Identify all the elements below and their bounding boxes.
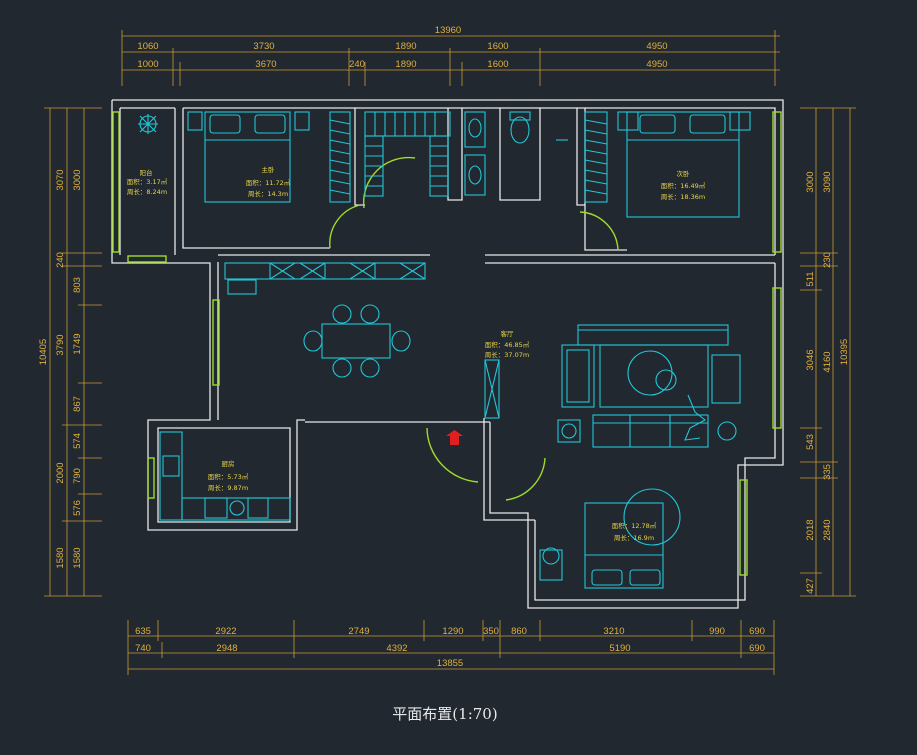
dim-left-5: 1580: [55, 547, 66, 568]
dim-bottom-r2-4: 5190: [609, 643, 630, 654]
dim-left-total: 10405: [38, 339, 49, 365]
room-living: 客厅 面积：46.85㎡ 周长：37.07m: [485, 329, 530, 359]
dim-left-r2-1: 3000: [72, 169, 83, 190]
dim-left-4: 2000: [55, 462, 66, 483]
dim-bottom-total: 13855: [437, 658, 463, 669]
left-dimensions: 10405 3070 240 3790 2000 1580 3000 803 1…: [38, 107, 102, 597]
dim-bottom-8: 990: [709, 626, 725, 637]
dim-left-2: 240: [55, 252, 66, 268]
room-second-area: 面积：16.49㎡: [661, 181, 706, 190]
dim-left-r2-7: 576: [72, 500, 83, 516]
room-master-bedroom: 主卧 面积：11.72㎡ 周长：14.3m: [246, 165, 291, 198]
dim-left-r2-8: 1580: [72, 547, 83, 568]
room-second-name: 次卧: [677, 169, 691, 178]
dim-right-r2-2: 230: [822, 252, 833, 268]
room-third-perimeter: 周长：16.9m: [614, 533, 654, 542]
dim-top-r2-6: 4950: [646, 59, 667, 70]
dim-right-r1-5: 2018: [805, 519, 816, 540]
dim-top-total: 13960: [435, 25, 461, 36]
entry-marker-icon: [446, 430, 463, 445]
dim-top-2: 3730: [253, 41, 274, 52]
bathroom-fixtures: [464, 111, 568, 196]
room-kitchen-name: 厨房: [222, 459, 235, 468]
windows-doors: [112, 111, 782, 576]
dim-bottom-r2-2: 2948: [216, 643, 237, 654]
dim-bottom-4: 1290: [442, 626, 463, 637]
shoe-cabinet: [484, 359, 500, 419]
drawing-title: 平面布置(1:70): [392, 705, 497, 723]
room-balcony-name: 阳台: [140, 168, 153, 177]
dining-table: [303, 304, 411, 378]
dim-bottom-9: 690: [749, 626, 765, 637]
dim-right-r2-1: 3090: [822, 171, 833, 192]
room-third-bedroom: 面积：12.78㎡ 周长：16.9m: [612, 521, 657, 542]
room-balcony-area: 面积：3.17㎡: [127, 177, 168, 186]
dim-left-r2-4: 867: [72, 396, 83, 412]
master-bed: [187, 111, 310, 203]
dim-right-r1-6: 427: [805, 578, 816, 594]
room-living-name: 客厅: [501, 329, 515, 338]
dim-bottom-3: 2749: [348, 626, 369, 637]
dim-left-r2-2: 803: [72, 277, 83, 293]
dim-bottom-r2-3: 4392: [386, 643, 407, 654]
room-master-area: 面积：11.72㎡: [246, 178, 291, 187]
room-living-perimeter: 周长：37.07m: [485, 350, 529, 359]
right-dimensions: 3000 511 3046 543 2018 427 3090 230 4160…: [800, 107, 856, 597]
room-third-area: 面积：12.78㎡: [612, 521, 657, 530]
top-dimensions: 13960 1060 3730 1890 1600 4950 1000 3670…: [121, 25, 780, 86]
bottom-dimensions: 635 2922 2749 1290 350 860 3210 990 690 …: [127, 620, 775, 675]
room-balcony-perimeter: 周长：8.24m: [127, 187, 167, 196]
dim-bottom-6: 860: [511, 626, 527, 637]
room-kitchen-area: 面积：5.73㎡: [208, 472, 249, 481]
dim-right-r1-4: 543: [805, 434, 816, 450]
kitchen-fixtures: [159, 431, 291, 521]
wardrobe-master: [329, 111, 351, 203]
dim-top-1: 1060: [137, 41, 158, 52]
third-bedroom-bed: [539, 488, 681, 589]
plant-icon: [138, 114, 158, 134]
room-master-name: 主卧: [262, 165, 276, 174]
dim-top-5: 4950: [646, 41, 667, 52]
dim-bottom-2: 2922: [215, 626, 236, 637]
living-sofa-set: [557, 324, 741, 448]
dim-left-r2-3: 1749: [72, 333, 83, 354]
dim-right-r2-3: 4160: [822, 351, 833, 372]
wardrobe-second: [584, 111, 608, 203]
room-balcony: 阳台 面积：3.17㎡ 周长：8.24m: [127, 168, 168, 196]
dim-top-4: 1600: [487, 41, 508, 52]
dim-top-3: 1890: [395, 41, 416, 52]
dim-bottom-5: 350: [483, 626, 499, 637]
dim-top-r2-1: 1000: [137, 59, 158, 70]
hall-cabinet: [224, 262, 426, 295]
second-bed: [617, 111, 751, 218]
closet-shelves: [364, 111, 451, 197]
dim-right-r2-4: 335: [822, 464, 833, 480]
room-kitchen-perimeter: 周长：9.87m: [208, 483, 248, 492]
room-second-perimeter: 周长：18.36m: [661, 192, 705, 201]
room-master-perimeter: 周长：14.3m: [248, 189, 288, 198]
dim-top-r2-3: 240: [349, 59, 365, 70]
dim-left-3: 3790: [55, 334, 66, 355]
dim-left-1: 3070: [55, 169, 66, 190]
dim-right-r1-2: 511: [805, 271, 816, 286]
room-second-bedroom: 次卧 面积：16.49㎡ 周长：18.36m: [661, 169, 706, 201]
room-kitchen: 厨房 面积：5.73㎡ 周长：9.87m: [208, 459, 249, 492]
dim-top-r2-4: 1890: [395, 59, 416, 70]
room-labels: 阳台 面积：3.17㎡ 周长：8.24m 主卧 面积：11.72㎡ 周长：14.…: [127, 165, 706, 542]
dim-right-r1-3: 3046: [805, 349, 816, 370]
dim-left-r2-5: 574: [72, 433, 83, 449]
furniture: [138, 111, 751, 589]
dim-left-r2-6: 790: [72, 468, 83, 484]
dim-top-r2-2: 3670: [255, 59, 276, 70]
room-living-area: 面积：46.85㎡: [485, 340, 530, 349]
dim-bottom-7: 3210: [603, 626, 624, 637]
dim-bottom-r2-5: 690: [749, 643, 765, 654]
dim-bottom-r2-1: 740: [135, 643, 151, 654]
dim-top-r2-5: 1600: [487, 59, 508, 70]
dim-right-total: 10395: [839, 339, 850, 365]
dim-bottom-1: 635: [135, 626, 151, 637]
dim-right-r2-5: 2840: [822, 519, 833, 540]
dim-right-r1-1: 3000: [805, 171, 816, 192]
